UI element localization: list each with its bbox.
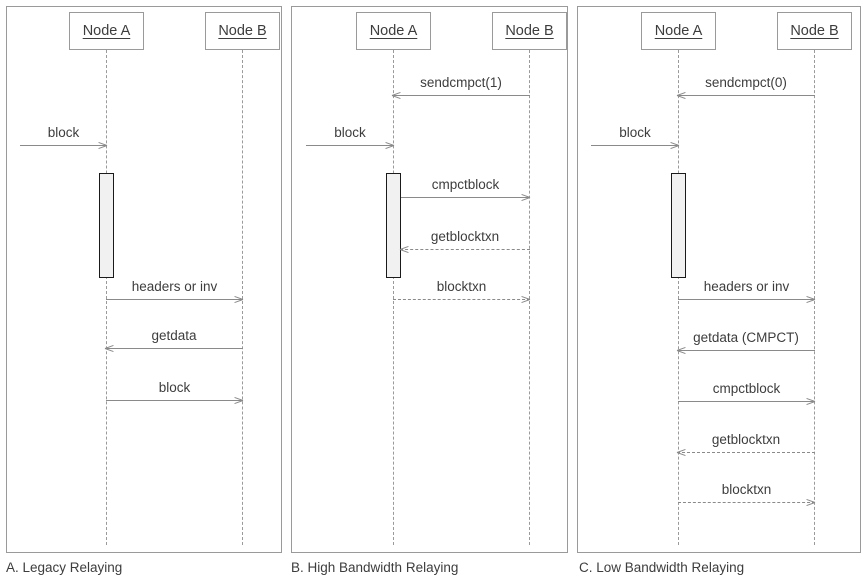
panel-c-message-sendcmpct-label: sendcmpct(0) xyxy=(705,75,787,90)
panel-c-message-blocktxn-label: blocktxn xyxy=(721,482,772,497)
panel-a-caption: A. Legacy Relaying xyxy=(6,560,123,575)
panel-c-message-cmpctblock: cmpctblock xyxy=(678,381,815,402)
panel-b-message-getblocktxn: getblocktxn xyxy=(400,229,530,250)
panel-c-node-a-label: Node A xyxy=(654,23,703,39)
arrow-head-left-icon xyxy=(104,343,115,354)
panel-c-message-headers-or-inv: headers or inv xyxy=(678,279,815,300)
panel-a-message-block-in: block xyxy=(20,125,107,146)
panel-b-node-a-lifeline xyxy=(393,50,394,545)
panel-c-node-a-lifeline xyxy=(678,50,679,545)
arrow-head-left-icon xyxy=(391,90,402,101)
panel-c-message-getdata-cmpct-label: getdata (CMPCT) xyxy=(693,330,799,345)
arrow-head-right-icon xyxy=(520,192,531,203)
arrow-head-right-icon xyxy=(805,396,816,407)
arrow-head-right-icon xyxy=(97,140,108,151)
panel-c-node-a-box: Node A xyxy=(641,12,716,50)
panel-a-node-a-lifeline xyxy=(106,50,107,545)
panel-b-message-blocktxn-label: blocktxn xyxy=(436,279,487,294)
panel-a-message-headers-or-inv-label: headers or inv xyxy=(131,279,218,294)
panel-b-message-cmpctblock-label: cmpctblock xyxy=(431,177,500,192)
arrow-line xyxy=(678,401,815,402)
arrow-line xyxy=(106,400,243,401)
panel-c-message-getblocktxn-label: getblocktxn xyxy=(711,432,781,447)
panel-b-node-a-box: Node A xyxy=(356,12,431,50)
arrow-head-right-icon xyxy=(669,140,680,151)
arrow-head-right-icon xyxy=(233,294,244,305)
arrow-line xyxy=(677,452,815,453)
arrow-line xyxy=(393,299,530,300)
arrow-line xyxy=(306,145,394,146)
panel-c-message-headers-or-inv-label: headers or inv xyxy=(703,279,790,294)
arrow-head-right-icon xyxy=(384,140,395,151)
arrow-line xyxy=(678,502,815,503)
panel-b-message-sendcmpct: sendcmpct(1) xyxy=(392,75,530,96)
arrow-head-right-icon xyxy=(805,497,816,508)
panel-c-message-blocktxn: blocktxn xyxy=(678,482,815,503)
arrow-head-left-icon xyxy=(676,447,687,458)
panel-c-message-block-in: block xyxy=(591,125,679,146)
panel-b-message-block-in-label: block xyxy=(334,125,366,140)
panel-a-message-block-out-label: block xyxy=(158,380,191,395)
panel-b-activation-bar xyxy=(386,173,401,278)
panel-c-node-b-label: Node B xyxy=(790,23,839,39)
arrow-line xyxy=(20,145,107,146)
panel-a-message-block-in-label: block xyxy=(47,125,80,140)
arrow-line xyxy=(400,249,530,250)
arrow-head-left-icon xyxy=(399,244,410,255)
panel-a-activation-bar xyxy=(99,173,114,278)
panel-a xyxy=(6,6,282,553)
arrow-head-left-icon xyxy=(676,90,687,101)
panel-c xyxy=(577,6,861,553)
panel-b-message-blocktxn: blocktxn xyxy=(393,279,530,300)
arrow-line xyxy=(591,145,679,146)
arrow-head-right-icon xyxy=(520,294,531,305)
panel-b xyxy=(291,6,568,553)
panel-c-message-block-in-label: block xyxy=(619,125,651,140)
panel-b-message-cmpctblock: cmpctblock xyxy=(401,177,530,198)
arrow-line xyxy=(677,350,815,351)
panel-a-message-block-out: block xyxy=(106,380,243,401)
arrow-line xyxy=(678,299,815,300)
arrow-head-left-icon xyxy=(676,345,687,356)
panel-a-message-getdata-label: getdata xyxy=(151,328,197,343)
panel-a-node-b-box: Node B xyxy=(205,12,280,50)
panel-b-message-sendcmpct-label: sendcmpct(1) xyxy=(420,75,502,90)
panel-c-message-cmpctblock-label: cmpctblock xyxy=(712,381,781,396)
panel-b-caption: B. High Bandwidth Relaying xyxy=(291,560,459,575)
arrow-head-right-icon xyxy=(805,294,816,305)
panel-c-message-getblocktxn: getblocktxn xyxy=(677,432,815,453)
panel-b-node-b-label: Node B xyxy=(505,23,554,39)
panel-a-message-headers-or-inv: headers or inv xyxy=(106,279,243,300)
panel-b-node-b-box: Node B xyxy=(492,12,567,50)
panel-b-message-block-in: block xyxy=(306,125,394,146)
arrow-line xyxy=(401,197,530,198)
panel-a-node-a-box: Node A xyxy=(69,12,144,50)
arrow-line xyxy=(392,95,530,96)
panel-c-message-getdata-cmpct: getdata (CMPCT) xyxy=(677,330,815,351)
panel-c-activation-bar xyxy=(671,173,686,278)
arrow-line xyxy=(106,299,243,300)
arrow-head-right-icon xyxy=(233,395,244,406)
panel-b-message-getblocktxn-label: getblocktxn xyxy=(430,229,500,244)
panel-c-caption: C. Low Bandwidth Relaying xyxy=(579,560,745,575)
panel-a-message-getdata: getdata xyxy=(105,328,243,349)
panel-c-message-sendcmpct: sendcmpct(0) xyxy=(677,75,815,96)
arrow-line xyxy=(105,348,243,349)
arrow-line xyxy=(677,95,815,96)
panel-a-node-b-label: Node B xyxy=(218,23,267,39)
panel-b-node-a-label: Node A xyxy=(369,23,418,39)
panel-a-node-a-label: Node A xyxy=(82,23,131,39)
panel-c-node-b-box: Node B xyxy=(777,12,852,50)
